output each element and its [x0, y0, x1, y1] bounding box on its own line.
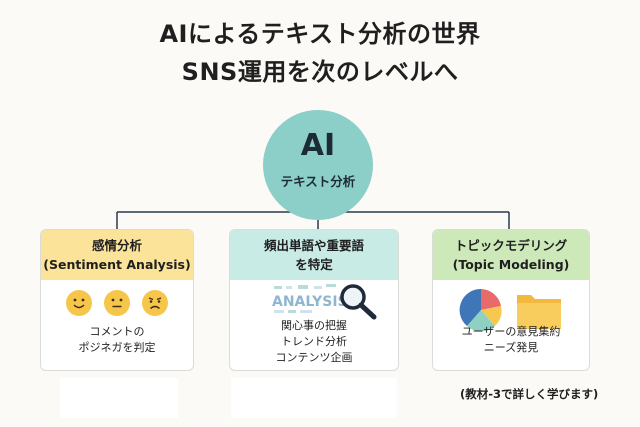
topic-card-header: トピックモデリング (Topic Modeling) [433, 230, 589, 280]
sentiment-card-description: コメントの ポジネガを判定 [41, 324, 193, 356]
title-line-1: AIによるテキスト分析の世界 [159, 20, 481, 48]
magnifier-icon [340, 284, 377, 320]
topic-desc-line-2: ニーズ発見 [483, 341, 539, 354]
pie-chart-icon [459, 288, 502, 332]
ai-hub-circle: AI テキスト分析 [263, 110, 373, 220]
keyword-desc-line-1: 関心事の把握 [281, 319, 347, 332]
sentiment-card-subtitle: (Sentiment Analysis) [43, 257, 191, 272]
topic-modeling-card: トピックモデリング (Topic Modeling) ユーザーの意見集約 ニーズ… [432, 229, 590, 371]
sentiment-desc-line-1: コメントの [89, 325, 145, 338]
word-cloud-text: ANALYSIS [272, 294, 348, 310]
keyword-card-header: 頻出単語や重要語 を特定 [230, 230, 398, 280]
topic-card-title: トピックモデリング [454, 238, 568, 253]
keyword-card: 頻出単語や重要語 を特定 ANALYSIS 関心事の把握 トレンド分析 コンテン… [229, 229, 399, 371]
neutral-face-icon [104, 290, 130, 316]
sentiment-card: 感情分析 (Sentiment Analysis) コメントの ポジネガを判定 [40, 229, 194, 371]
emotion-faces [66, 290, 170, 316]
blank-panel-1 [60, 378, 178, 418]
topic-card-description: ユーザーの意見集約 ニーズ発見 [433, 324, 589, 356]
keyword-card-description: 関心事の把握 トレンド分析 コンテンツ企画 [230, 318, 398, 366]
sentiment-desc-line-2: ポジネガを判定 [78, 341, 156, 354]
blank-panel-2 [231, 378, 397, 418]
keyword-card-subtitle: を特定 [295, 257, 333, 272]
title-line-2: SNS運用を次のレベルへ [181, 58, 459, 86]
keyword-desc-line-2: トレンド分析 [281, 335, 347, 348]
keyword-card-title: 頻出単語や重要語 [263, 238, 364, 253]
footnote: (教材-3で詳しく学びます) [460, 387, 599, 401]
hub-title: AI [300, 128, 336, 163]
keyword-desc-line-3: コンテンツ企画 [275, 351, 353, 364]
folder-icon [517, 295, 561, 329]
sad-face-icon [142, 290, 168, 316]
happy-face-icon [66, 290, 92, 316]
topic-card-subtitle: (Topic Modeling) [452, 257, 570, 272]
topic-desc-line-1: ユーザーの意見集約 [461, 325, 561, 338]
sentiment-card-title: 感情分析 [91, 238, 142, 253]
sentiment-card-header: 感情分析 (Sentiment Analysis) [41, 230, 193, 280]
topic-illustrations [459, 288, 561, 332]
word-cloud-icon: ANALYSIS [272, 284, 348, 313]
hub-subtitle: テキスト分析 [280, 174, 356, 189]
